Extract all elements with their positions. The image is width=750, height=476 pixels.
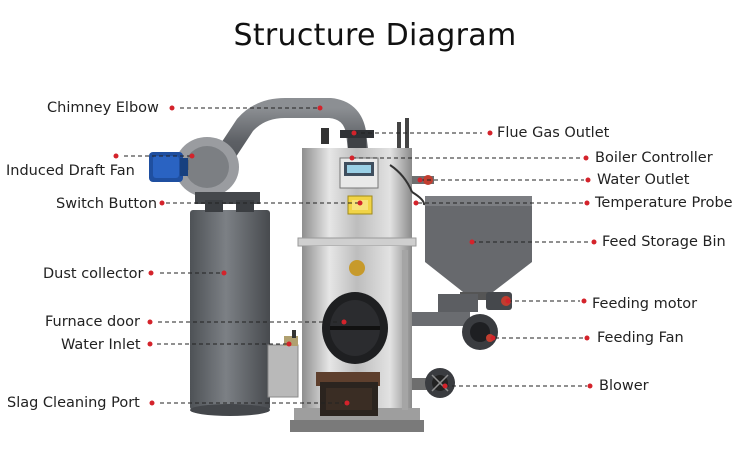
marker-furnace-door-label (147, 319, 153, 325)
label-dust-collector: Dust collector (43, 266, 144, 282)
label-blower: Blower (599, 378, 649, 394)
label-boiler-controller: Boiler Controller (595, 150, 713, 166)
marker-water-outlet-label (585, 177, 591, 183)
marker-induced-draft-fan-part (189, 153, 195, 159)
diagram-title: Structure Diagram (233, 18, 517, 53)
marker-flue-gas-outlet-part (351, 130, 357, 136)
side-pipe (412, 312, 470, 326)
marker-feed-storage-bin-label (591, 239, 597, 245)
marker-feeding-fan-part (490, 335, 496, 341)
markers (113, 105, 597, 406)
marker-boiler-controller-label (583, 155, 589, 161)
label-induced-draft-fan: Induced Draft Fan (6, 163, 135, 179)
side-strip (402, 250, 408, 410)
label-chimney-elbow: Chimney Elbow (47, 100, 159, 116)
marker-water-inlet-label (147, 341, 153, 347)
marker-chimney-elbow-part (317, 105, 323, 111)
label-flue-gas-outlet: Flue Gas Outlet (497, 125, 610, 141)
water-tank-box (267, 344, 299, 398)
marker-boiler-controller-part (349, 155, 355, 161)
label-feeding-fan: Feeding Fan (597, 330, 684, 346)
marker-temperature-probe-part (413, 200, 419, 206)
marker-water-inlet-part (286, 341, 292, 347)
marker-slag-cleaning-port-label (149, 400, 155, 406)
label-temperature-probe: Temperature Probe (595, 195, 733, 211)
leader-lines (124, 107, 590, 404)
marker-feed-storage-bin-part (469, 239, 475, 245)
label-water-outlet: Water Outlet (597, 172, 690, 188)
marker-blower-label (587, 383, 593, 389)
feed-storage-bin (425, 196, 532, 300)
fan-motor (149, 152, 188, 182)
marker-furnace-door-part (341, 319, 347, 325)
marker-chimney-elbow-label (169, 105, 175, 111)
temperature-probe-wire (411, 191, 426, 206)
marker-flue-gas-outlet-label (487, 130, 493, 136)
label-slag-cleaning-port: Slag Cleaning Port (7, 395, 140, 411)
label-furnace-door: Furnace door (45, 314, 140, 330)
label-feed-storage-bin: Feed Storage Bin (602, 234, 726, 250)
water-inlet-valve (284, 336, 298, 346)
label-switch-button: Switch Button (56, 196, 158, 212)
feeding-fan (462, 314, 498, 350)
blower (412, 368, 455, 398)
marker-temperature-probe-label (584, 200, 590, 206)
feeding-auger (438, 292, 512, 312)
marker-blower-part (442, 383, 448, 389)
marker-slag-cleaning-port-part (344, 400, 350, 406)
marker-dust-collector-part (221, 270, 227, 276)
label-water-inlet: Water Inlet (61, 337, 141, 353)
furnace-door (322, 292, 388, 364)
brand-badge (349, 260, 365, 276)
marker-dust-collector-label (148, 270, 154, 276)
marker-switch-button-part (357, 200, 363, 206)
marker-induced-draft-fan-label (113, 153, 119, 159)
marker-feeding-motor-part (505, 298, 511, 304)
marker-switch-button-label (159, 200, 165, 206)
label-feeding-motor: Feeding motor (592, 296, 698, 312)
slag-cleaning-port (316, 372, 380, 416)
marker-water-outlet-part (417, 177, 423, 183)
marker-feeding-motor-label (581, 298, 587, 304)
boiler-controller (339, 157, 379, 189)
dust-collector (190, 192, 270, 416)
marker-feeding-fan-label (584, 335, 590, 341)
